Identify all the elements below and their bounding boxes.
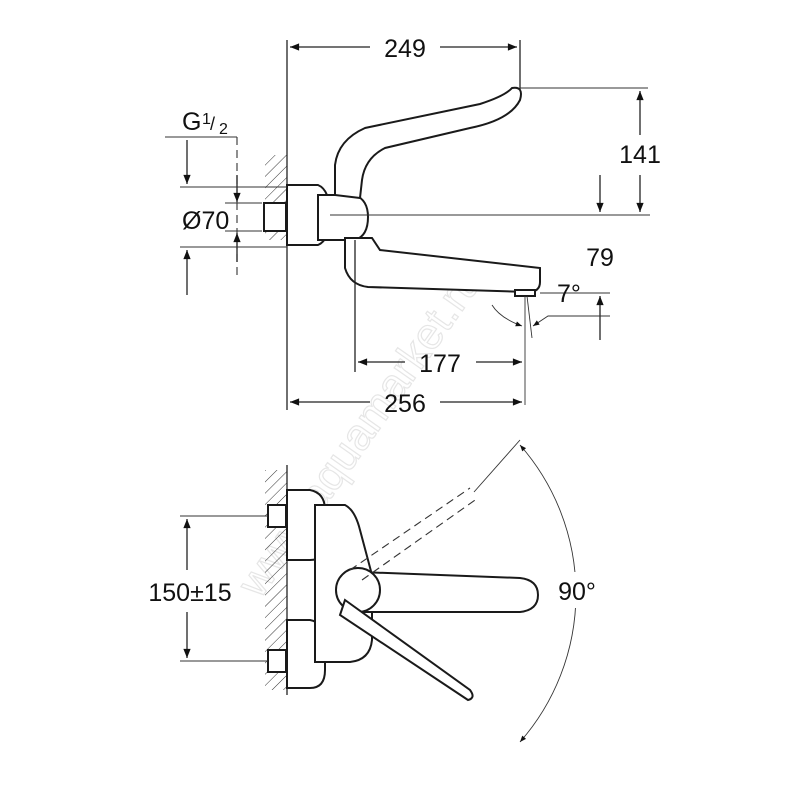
aerator [514, 289, 536, 297]
lever-top [359, 570, 540, 613]
dim-7-degrees: 7° [557, 280, 581, 308]
svg-text:/: / [210, 114, 215, 134]
dim-256: 256 [384, 390, 426, 418]
connector-upper [267, 504, 287, 528]
connector-lower [267, 649, 287, 673]
dim-177: 177 [419, 350, 461, 378]
lever-handle [334, 86, 522, 200]
top-view: 90° 150±15 [148, 439, 605, 743]
dim-150-centres: 150±15 [148, 579, 231, 607]
dim-thread-g: G [182, 108, 201, 136]
spout [344, 237, 541, 294]
valve-body [317, 194, 370, 241]
connector [263, 202, 287, 232]
dim-diameter-70: Ø70 [182, 207, 229, 235]
dim-141: 141 [619, 141, 661, 169]
dim-thread-num: 1 [202, 111, 211, 128]
lever-rotated-down [338, 598, 474, 702]
dim-79: 79 [586, 244, 614, 272]
dim-90-degrees: 90° [558, 578, 596, 606]
side-view: 249 141 79 7° 177 256 G 1 / 2 [165, 35, 661, 418]
dim-249: 249 [384, 35, 426, 63]
dim-thread-den: 2 [219, 121, 228, 138]
